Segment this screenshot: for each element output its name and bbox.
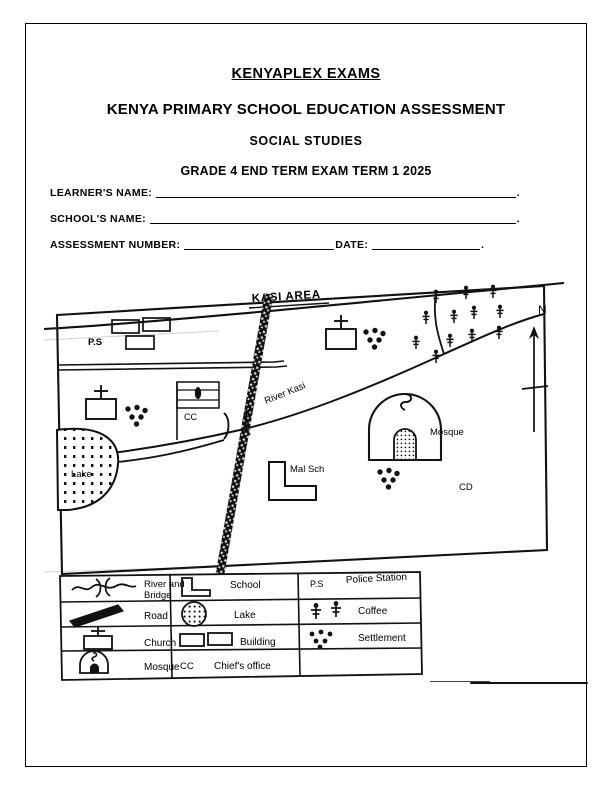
compass-north-arrow: N	[521, 303, 549, 432]
lake-outflow	[117, 439, 225, 463]
school-name-input[interactable]	[149, 212, 516, 224]
key-code-police: P.S	[310, 579, 323, 589]
settlement-upper	[363, 327, 386, 350]
key-row-divider-1	[59, 597, 422, 603]
page-border	[25, 23, 587, 767]
river-and-bridge-icon	[71, 577, 137, 598]
church-upper-body	[325, 328, 357, 350]
lake-icon	[181, 601, 207, 627]
police-building-2	[142, 317, 171, 332]
document-header: KENYAPLEX EXAMS KENYA PRIMARY SCHOOL EDU…	[26, 24, 586, 178]
upper-road-edge-2	[57, 365, 288, 371]
chiefs-office-label: CC	[184, 412, 197, 422]
church-icon	[83, 627, 113, 650]
key-col-divider-2	[297, 572, 301, 677]
main-school-building	[268, 461, 317, 501]
mosque-icon	[79, 650, 109, 674]
page-title-assessment: KENYA PRIMARY SCHOOL EDUCATION ASSESSMEN…	[106, 101, 506, 118]
key-label-river-l1: River and	[144, 579, 185, 590]
church-lower-body	[85, 398, 117, 420]
scan-artifact-line	[470, 682, 588, 684]
upper-road-edge-1	[57, 360, 285, 366]
road-icon	[68, 604, 125, 628]
field-row-assessment-number: ASSESSMENT NUMBER: DATE: .	[50, 238, 520, 251]
compass-label: N	[538, 303, 547, 317]
main-school-label: Mal Sch	[290, 464, 324, 475]
field-row-school-name: SCHOOL'S NAME: .	[50, 212, 520, 225]
key-row-divider-2	[59, 622, 422, 628]
lake-label: Lake	[71, 469, 92, 480]
bridge-bracket-left	[223, 412, 230, 440]
key-label-settlement: Settlement	[358, 633, 406, 644]
mosque-arch	[393, 428, 417, 461]
river-kasi	[57, 313, 545, 460]
building-icon	[179, 632, 233, 647]
kasi-area-label: KASI AREA	[251, 289, 321, 305]
settlement-lower-left	[125, 404, 148, 427]
police-building-1	[111, 319, 140, 334]
learner-name-label: LEARNER'S NAME:	[50, 187, 153, 199]
key-table-border	[59, 571, 423, 681]
key-label-church: Church	[144, 638, 176, 649]
river-label: River Kasi	[263, 380, 307, 406]
learner-details-form: LEARNER'S NAME: . SCHOOL'S NAME: . ASSES…	[50, 186, 520, 264]
key-label-river-l2: Bridge	[144, 590, 171, 601]
key-code-chiefs-office: CC	[180, 661, 194, 672]
key-label-police-station: Police Station	[346, 572, 408, 586]
school-name-label: SCHOOL'S NAME:	[50, 213, 146, 225]
page-title-subject: SOCIAL STUDIES	[249, 134, 363, 148]
main-road	[215, 293, 274, 575]
scan-artifact-line-faint	[430, 681, 490, 682]
key-row-divider-3	[60, 647, 423, 652]
key-label-building: Building	[240, 637, 276, 648]
learner-name-input[interactable]	[156, 186, 516, 198]
key-label-mosque: Mosque	[144, 662, 180, 673]
school-icon	[181, 577, 211, 597]
chiefs-office-emblem	[194, 387, 202, 399]
settlement-mosque	[377, 467, 400, 490]
map-boundary	[55, 284, 549, 576]
lake-shape	[55, 427, 120, 511]
kasi-area-underline	[248, 302, 330, 309]
date-label: DATE:	[335, 239, 369, 251]
sketch-map: KASI AREA River Kasi P.S CC Lake Mal Sch…	[44, 282, 568, 582]
cd-label: CD	[459, 482, 473, 493]
assessment-trailing-dot: .	[481, 239, 485, 251]
assessment-number-input[interactable]	[184, 238, 335, 250]
field-row-learner-name: LEARNER'S NAME: .	[50, 186, 520, 199]
key-label-lake: Lake	[234, 610, 256, 621]
assessment-number-label: ASSESSMENT NUMBER:	[50, 239, 181, 251]
key-label-school: School	[230, 580, 261, 591]
coffee-icon	[310, 600, 342, 620]
key-col-divider-1	[169, 574, 173, 680]
page-title-exam-board: KENYAPLEX EXAMS	[231, 66, 381, 82]
date-input[interactable]	[372, 238, 481, 250]
page-title-grade-term: GRADE 4 END TERM EXAM TERM 1 2025	[180, 164, 432, 178]
school-name-trailing-dot: .	[516, 213, 520, 225]
bridge-bracket-right	[244, 408, 251, 436]
learner-name-trailing-dot: .	[516, 187, 520, 199]
map-key-table: River and Bridge Road Church Mosque Scho…	[58, 570, 428, 688]
key-label-road: Road	[144, 611, 168, 622]
police-building-3	[125, 335, 155, 350]
mosque-label: Mosque	[430, 427, 464, 438]
settlement-icon	[309, 629, 333, 650]
mosque-finial	[400, 393, 413, 411]
key-label-chiefs-office: Chief's office	[214, 661, 271, 672]
key-label-coffee: Coffee	[358, 606, 388, 617]
police-station-label: P.S	[88, 337, 102, 348]
